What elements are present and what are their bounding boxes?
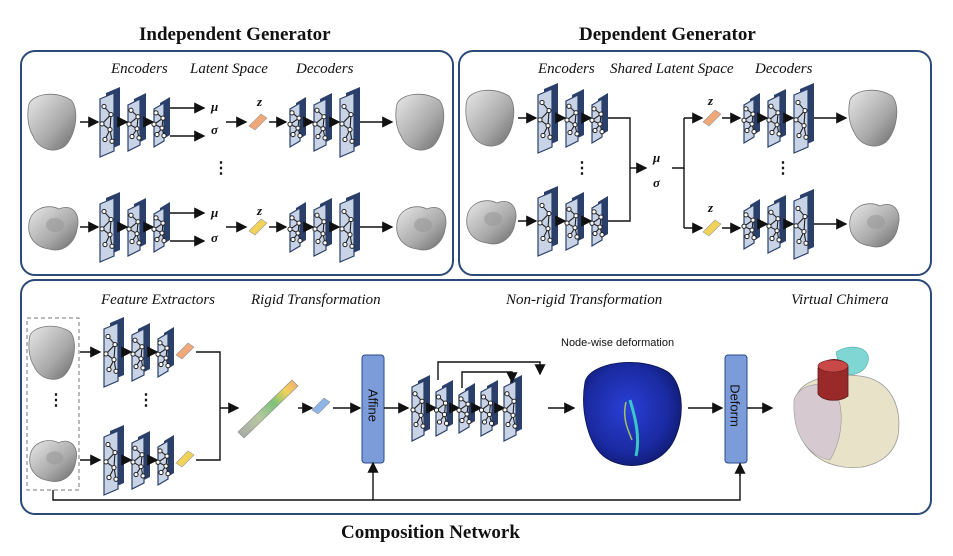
graph-layer: [478, 380, 498, 438]
graph-layer: [502, 375, 522, 442]
graph-layer: [433, 380, 453, 438]
heart-mesh-left-ventricle: [465, 89, 515, 147]
node-wise-deformation-label: Node-wise deformation: [561, 337, 675, 349]
skip-connection: [461, 371, 518, 388]
non-rigid-transformation-label: Non-rigid Transformation: [506, 292, 663, 308]
heart-mesh-right-ventricle: [466, 200, 517, 245]
connector-line: [672, 118, 685, 169]
z-symbol: z: [257, 203, 263, 218]
vertical-ellipsis: ⋮: [775, 160, 791, 177]
rigid-transformation-label: Rigid Transformation: [251, 292, 381, 308]
z-symbol: z: [708, 93, 714, 108]
graph-layer: [155, 435, 174, 487]
graph-layer: [766, 89, 786, 148]
latent-vector: [248, 218, 268, 236]
graph-layer: [287, 97, 306, 149]
graph-layer: [151, 97, 170, 149]
graph-layer: [793, 83, 814, 154]
z-symbol: z: [708, 200, 714, 215]
graph-layer: [410, 375, 430, 442]
latent-vector: [702, 109, 722, 127]
encoders-label: Encoders: [111, 61, 168, 77]
graph-layer: [456, 383, 475, 435]
heart-mesh-right-ventricle: [28, 206, 79, 251]
latent-vector: [248, 113, 268, 131]
heart-mesh-right-ventricle: [849, 203, 900, 248]
graph-layer: [339, 87, 360, 158]
composition-network-title: Composition Network: [341, 522, 520, 543]
z-symbol: z: [257, 94, 263, 109]
encoders-label: Encoders: [538, 61, 595, 77]
graph-layer: [155, 327, 174, 379]
graph-layer: [126, 93, 146, 152]
skip-connection: [437, 361, 546, 380]
graph-layer: [589, 196, 608, 248]
connector-line: [608, 117, 631, 168]
latent-vector: [175, 342, 195, 360]
mu-symbol: μ: [211, 205, 219, 220]
graph-layer: [741, 199, 760, 251]
sigma-symbol: σ: [211, 230, 219, 245]
vertical-ellipsis: ⋮: [48, 392, 64, 409]
connector-line: [196, 408, 221, 461]
independent-generator-panel: [20, 50, 454, 276]
graph-layer: [99, 87, 120, 158]
concatenated-feature-vector: [237, 379, 299, 439]
vertical-ellipsis: ⋮: [213, 160, 229, 177]
graph-layer: [126, 198, 146, 257]
sigma-symbol: σ: [653, 175, 661, 190]
virtual-chimera-label: Virtual Chimera: [791, 292, 889, 308]
decoders-label: Decoders: [755, 61, 813, 77]
graph-layer: [312, 93, 332, 152]
heart-mesh-left-ventricle: [28, 325, 75, 380]
mu-symbol: μ: [653, 150, 661, 165]
feedback-line: [52, 463, 741, 501]
graph-layer: [130, 431, 150, 490]
feature-extractors-label: Feature Extractors: [101, 292, 216, 308]
decoders-label: Decoders: [296, 61, 354, 77]
dependent-generator-title: Dependent Generator: [579, 24, 756, 45]
vertical-ellipsis: ⋮: [574, 160, 590, 177]
deform-block-label: Deform: [727, 384, 743, 427]
graph-layer: [130, 323, 150, 382]
graph-layer: [589, 93, 608, 145]
composition-network-panel: [20, 279, 932, 515]
latent-space-label: Latent Space: [190, 61, 268, 77]
affine-block-label: Affine: [365, 388, 381, 422]
mu-symbol: μ: [211, 99, 219, 114]
heart-mesh-left-ventricle: [395, 93, 445, 151]
graph-layer: [537, 186, 558, 257]
latent-vector: [311, 397, 331, 415]
graph-layer: [766, 195, 786, 254]
virtual-chimera-heart: [793, 346, 900, 469]
latent-vector: [702, 219, 722, 237]
heart-mesh-right-ventricle: [29, 440, 77, 482]
graph-layer: [99, 192, 120, 263]
deformation-heatmap-heart: [583, 362, 682, 466]
vertical-ellipsis: ⋮: [138, 392, 154, 409]
dependent-generator-panel: [458, 50, 932, 276]
graph-layer: [741, 93, 760, 145]
sigma-symbol: σ: [211, 122, 219, 137]
heart-mesh-left-ventricle: [848, 89, 898, 147]
heart-mesh-right-ventricle: [396, 206, 447, 251]
graph-layer: [564, 89, 584, 148]
heart-mesh-left-ventricle: [27, 93, 77, 151]
connector-line: [196, 351, 221, 408]
graph-layer: [103, 425, 124, 496]
latent-vector: [175, 450, 195, 468]
independent-generator-title: Independent Generator: [139, 24, 331, 45]
graph-layer: [312, 198, 332, 257]
graph-layer: [537, 83, 558, 154]
graph-layer: [151, 202, 170, 254]
graph-layer: [287, 202, 306, 254]
connector-line: [608, 168, 631, 222]
graph-layer: [339, 192, 360, 263]
graph-layer: [564, 192, 584, 251]
graph-layer: [103, 317, 124, 388]
shared-latent-space-label: Shared Latent Space: [610, 61, 734, 77]
graph-layer: [793, 189, 814, 260]
